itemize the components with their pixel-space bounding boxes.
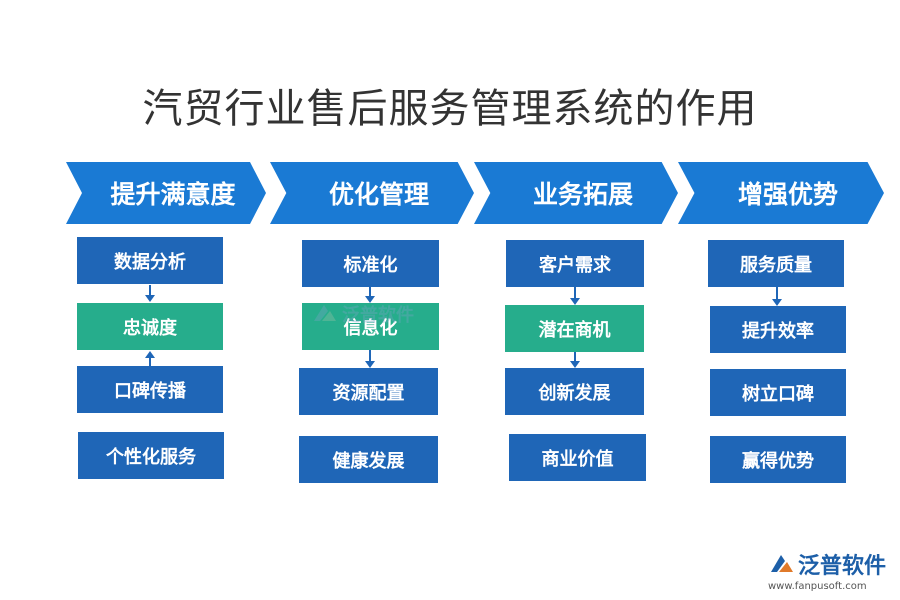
column4-box-1: 服务质量 — [708, 240, 844, 287]
chevron-label: 优化管理 — [328, 180, 429, 209]
column2-box-1: 标准化 — [302, 240, 439, 287]
chevron-label: 业务拓展 — [532, 180, 633, 209]
column1-box-3: 口碑传播 — [77, 366, 223, 413]
column4-box-4: 赢得优势 — [710, 436, 846, 483]
column4-box-2: 提升效率 — [710, 306, 846, 353]
fanpu-logo-icon — [771, 555, 793, 572]
page-title: 汽贸行业售后服务管理系统的作用 — [142, 86, 758, 132]
column2-box-4: 健康发展 — [299, 436, 438, 483]
column3-box-4: 商业价值 — [509, 434, 646, 481]
logo-text: 泛普软件 — [798, 554, 887, 579]
column2-box-2: 信息化 — [302, 303, 439, 350]
column2-box-3: 资源配置 — [299, 368, 438, 415]
column1-box-4: 个性化服务 — [78, 432, 224, 479]
column1-box-1: 数据分析 — [77, 237, 223, 284]
chevron-header-3: 业务拓展 — [474, 162, 678, 224]
column3-box-1: 客户需求 — [506, 240, 644, 287]
chevron-header-1: 提升满意度 — [66, 162, 266, 224]
brand-logo: 泛普软件 — [768, 548, 886, 580]
chevron-header-2: 优化管理 — [270, 162, 474, 224]
chevron-label: 增强优势 — [737, 180, 838, 209]
column4-box-3: 树立口碑 — [710, 369, 846, 416]
logo-url: www.fanpusoft.com — [768, 581, 867, 592]
column1-box-2: 忠诚度 — [77, 303, 223, 350]
column3-box-2: 潜在商机 — [505, 305, 644, 352]
chevron-header-4: 增强优势 — [678, 162, 884, 224]
column3-box-3: 创新发展 — [505, 368, 644, 415]
chevron-label: 提升满意度 — [110, 180, 236, 209]
